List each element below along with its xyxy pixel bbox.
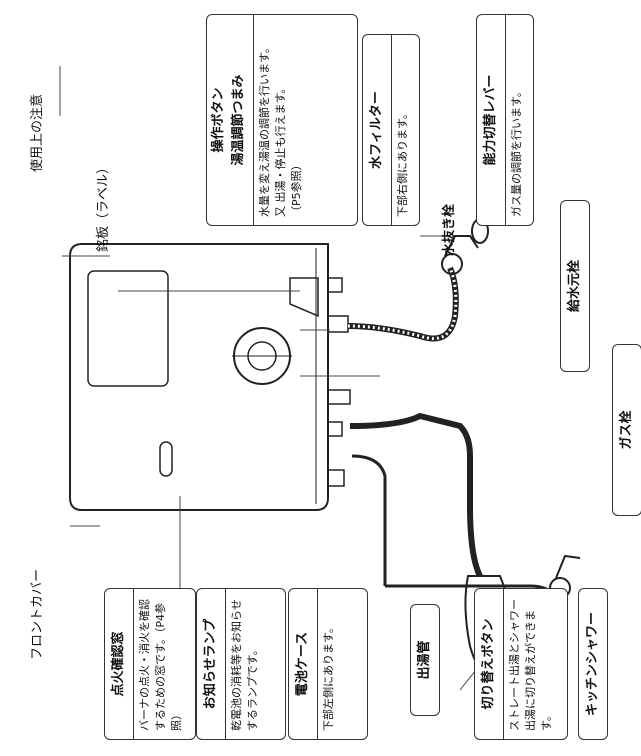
ignition-window-drawing	[87, 270, 169, 387]
caution-label: 使用上の注意	[30, 93, 45, 172]
ignition-box: 点火確認窓 バーナの点火・消火を確認するための窓です。（P4参照）	[104, 588, 196, 740]
operation-desc: 水量を変え湯温の調節を行います。 又 出湯・停止も行えます。 （P5参照）	[258, 42, 303, 217]
lamp-drawing	[159, 441, 173, 477]
drain-plug-label: 水抜き栓	[442, 203, 457, 256]
lever-title: 能力切替レバー	[477, 15, 506, 225]
filter-desc: 下部右側にあります。	[396, 108, 409, 217]
outlet-title: 出湯管	[417, 640, 432, 680]
operation-title-1: 操作ボタン	[211, 87, 226, 153]
lever-desc: ガス量の調節を行います。	[510, 86, 523, 217]
water-valve-title: 給水元栓	[567, 260, 582, 313]
ignition-desc: バーナの点火・消火を確認するための窓です。（P4参照）	[138, 599, 183, 731]
switch-desc: ストレート出湯とシャワー出湯に切り替えができます。	[508, 599, 553, 731]
switch-box: 切り替えボタン ストレート出湯とシャワー出湯に切り替えができます。	[474, 588, 568, 740]
heater-body	[69, 243, 329, 511]
water-valve-drawing	[441, 253, 463, 275]
lamp-desc: 乾電池の消耗等をお知らせするランプです。	[230, 599, 259, 731]
water-valve-box: 給水元栓	[560, 200, 590, 372]
filter-box: 水フィルター 下部右側にあります。	[362, 34, 420, 226]
switch-title: 切り替えボタン	[475, 589, 504, 739]
battery-desc: 下部左側にあります。	[322, 622, 335, 731]
nameplate-drawing	[289, 277, 319, 318]
shower-box: キッチンシャワー	[578, 588, 608, 740]
lamp-box: お知らせランプ 乾電池の消耗等をお知らせするランプです。	[196, 588, 286, 740]
outlet-pipe-drawing	[349, 412, 483, 578]
lever-box: 能力切替レバー ガス量の調節を行います。	[476, 14, 534, 226]
gas-valve-box: ガス栓	[612, 344, 641, 516]
outlet-box: 出湯管	[410, 604, 440, 716]
shower-title: キッチンシャワー	[585, 612, 600, 717]
ignition-title: 点火確認窓	[105, 589, 134, 739]
battery-title: 電池ケース	[289, 589, 318, 739]
gas-valve-title: ガス栓	[619, 410, 634, 450]
battery-box: 電池ケース 下部左側にあります。	[288, 588, 368, 740]
filter-title: 水フィルター	[363, 35, 392, 225]
nameplate-label: 銘板（ラベル）	[96, 160, 111, 252]
operation-title-2: 湯温調節つまみ	[231, 74, 246, 166]
operation-box: 操作ボタン 湯温調節つまみ 水量を変え湯温の調節を行います。 又 出湯・停止も行…	[206, 14, 358, 226]
lamp-title: お知らせランプ	[197, 589, 226, 739]
front-cover-label: フロントカバー	[30, 568, 45, 660]
